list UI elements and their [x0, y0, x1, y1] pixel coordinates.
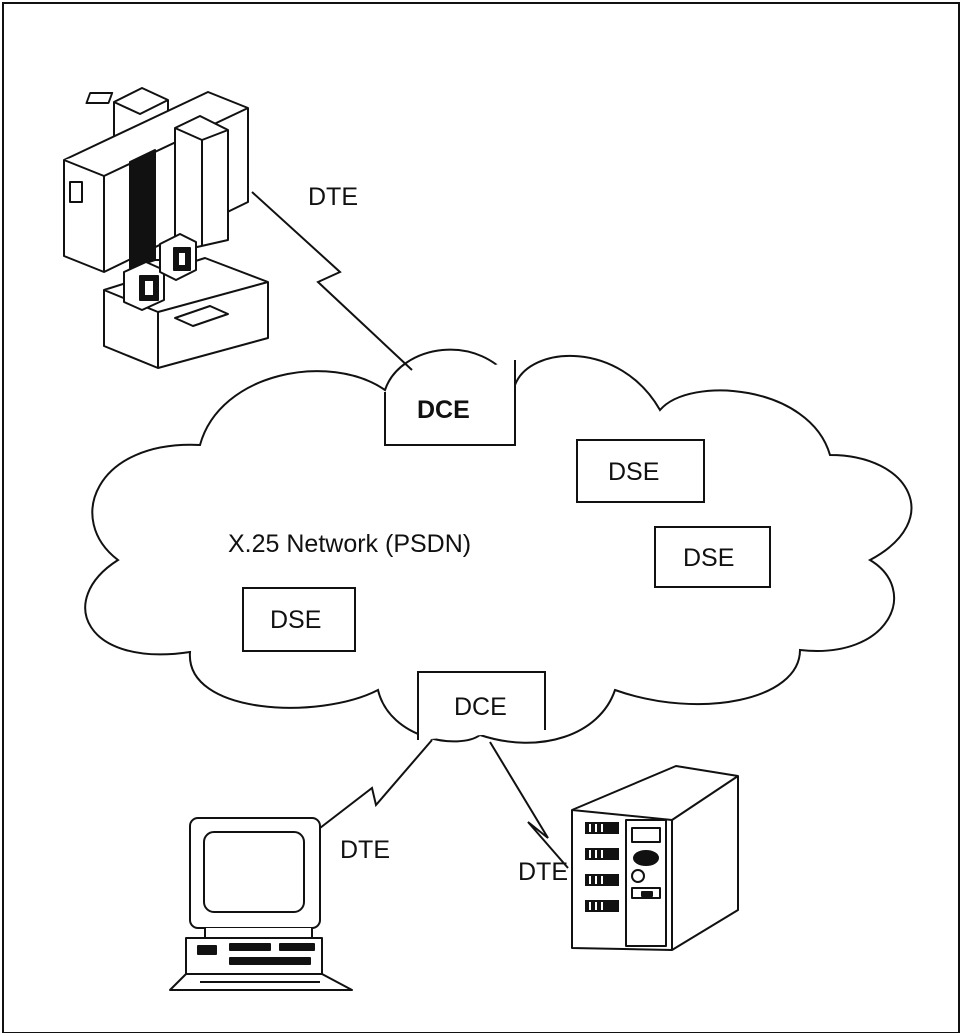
workstation-icon — [169, 817, 353, 991]
dce-top-node: DCE — [384, 360, 516, 446]
workstation-link — [319, 739, 433, 829]
dse-label: DSE — [270, 606, 321, 634]
mainframe-icon — [63, 87, 269, 369]
dse-node: DSE — [576, 439, 705, 503]
dte-server-label: DTE — [518, 858, 568, 886]
dte-workstation-label: DTE — [340, 836, 390, 864]
dce-bottom-label: DCE — [454, 693, 507, 721]
dce-bottom-node: DCE — [417, 671, 546, 740]
dse-label: DSE — [683, 544, 734, 572]
mainframe-link — [251, 191, 413, 371]
dse-node: DSE — [654, 526, 771, 588]
network-label: X.25 Network (PSDN) — [228, 530, 471, 558]
dte-mainframe-label: DTE — [308, 183, 358, 211]
server-link — [489, 741, 569, 869]
dse-label: DSE — [608, 458, 659, 486]
server-icon — [571, 765, 739, 951]
dce-top-label: DCE — [417, 396, 470, 424]
dse-node: DSE — [242, 587, 356, 652]
